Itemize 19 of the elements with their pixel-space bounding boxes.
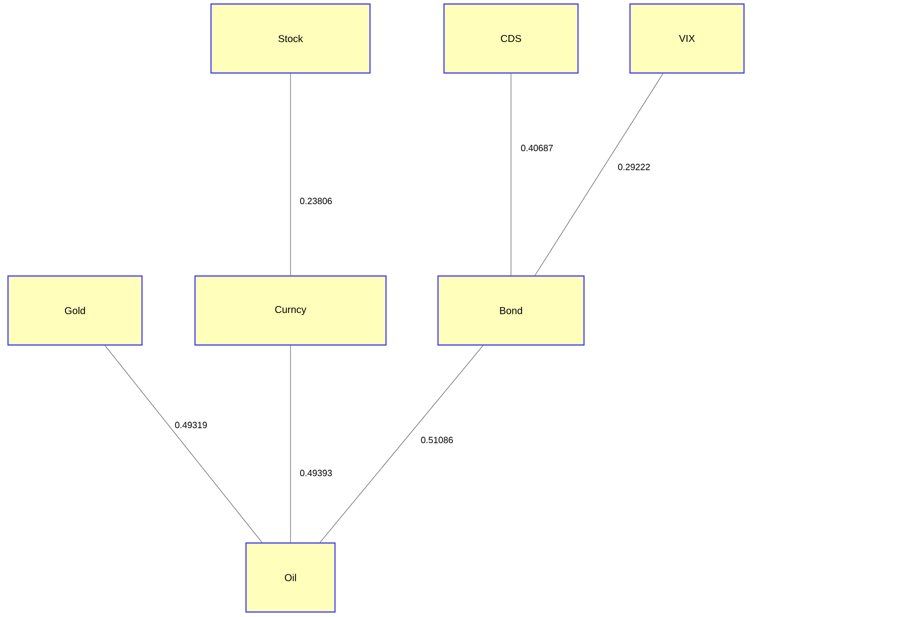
connector-line xyxy=(104,345,262,543)
process-box: Gold xyxy=(7,275,143,346)
process-box: Oil xyxy=(245,542,336,613)
connector-line xyxy=(290,345,291,543)
edge-label: 0.23806 xyxy=(298,196,334,206)
edge-label: 0.51086 xyxy=(420,436,454,444)
edge-label: 0.49319 xyxy=(174,420,208,430)
connector-line xyxy=(510,73,512,276)
connector-line xyxy=(290,73,291,276)
edge-label: 0.40687 xyxy=(520,144,554,152)
process-box: Curncy xyxy=(194,275,387,346)
process-box: CDS xyxy=(443,3,579,74)
process-box: VIX xyxy=(629,3,745,74)
connector-line xyxy=(320,345,484,543)
process-box: Bond xyxy=(437,275,585,346)
connector-line xyxy=(534,73,664,276)
edge-label: 0.29222 xyxy=(616,162,652,172)
process-box: Stock xyxy=(210,3,371,74)
edge-label: 0.49393 xyxy=(298,468,334,478)
